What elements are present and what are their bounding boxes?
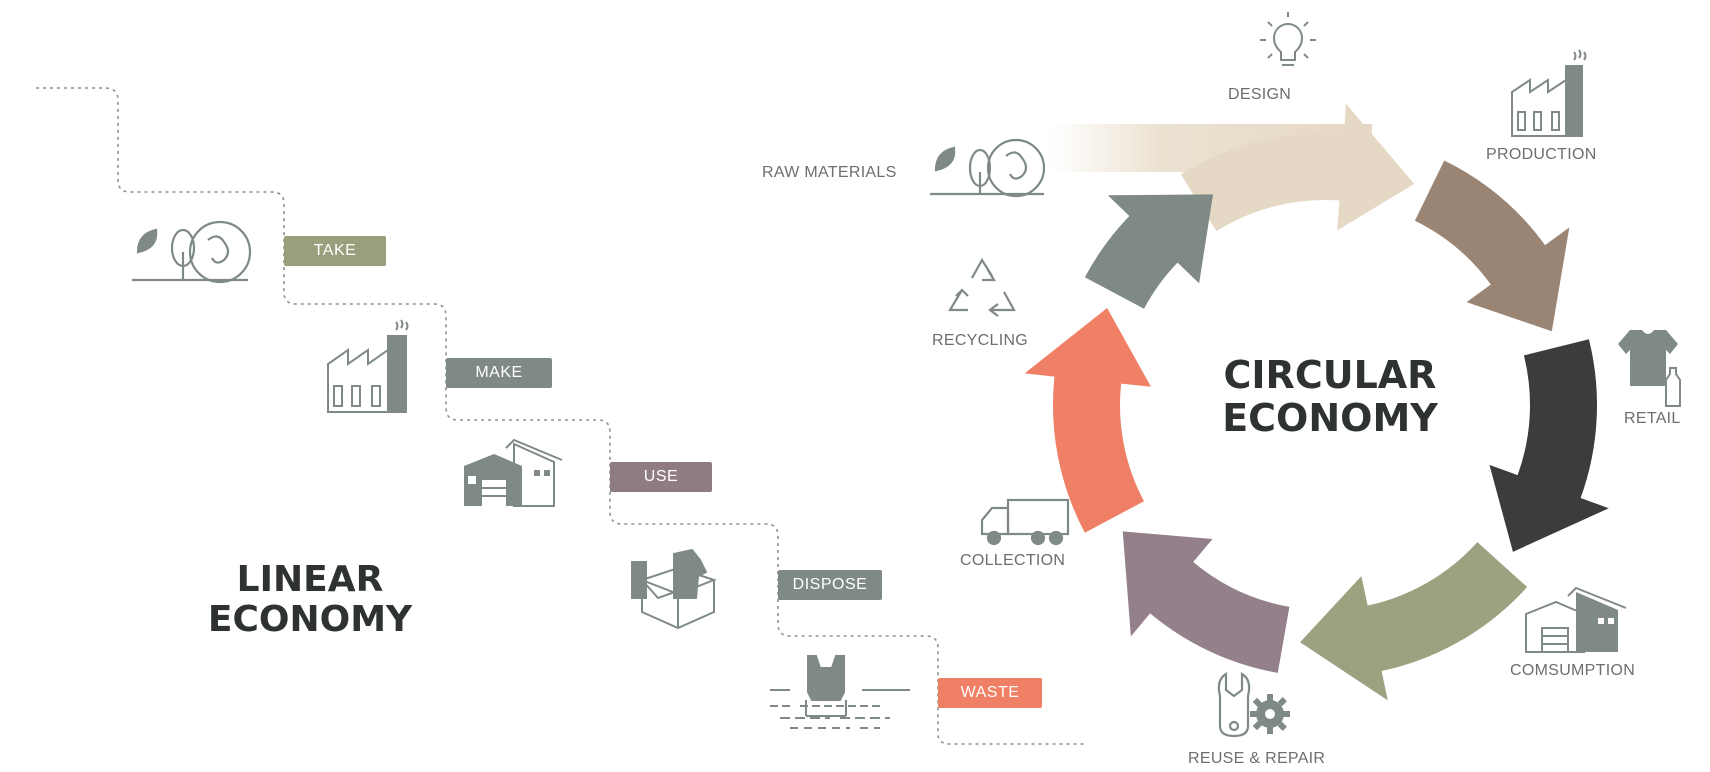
linear-flow-path: [36, 87, 1086, 745]
arrow-collection: [1024, 307, 1151, 533]
nature-globe-icon: [132, 220, 252, 284]
arrow-reuse-repair: [1122, 531, 1290, 673]
arrow-consumption: [1300, 542, 1528, 701]
arrow-design: [1180, 103, 1415, 232]
truck-icon: [980, 498, 1070, 546]
arrow-recycling: [1084, 194, 1214, 309]
open-box-icon: [631, 548, 717, 630]
stage-label-recycling: RECYCLING: [932, 332, 1029, 349]
arrow-production: [1414, 160, 1570, 332]
step-waste: WASTE: [938, 678, 1042, 708]
linear-economy-title: LINEAR ECONOMY: [180, 559, 440, 641]
house-garage-icon: [1525, 586, 1627, 653]
step-use: USE: [610, 462, 712, 492]
house-garage-icon: [464, 438, 563, 507]
lightbulb-icon: [1260, 12, 1316, 66]
stage-label-collection: COLLECTION: [960, 552, 1066, 569]
stage-label-production: PRODUCTION: [1486, 146, 1597, 163]
circular-ring: [1024, 103, 1609, 701]
recycle-icon: [948, 257, 1016, 317]
circular-title-line2: ECONOMY: [1222, 395, 1438, 440]
factory-icon: [327, 319, 409, 413]
step-take: TAKE: [284, 236, 386, 266]
step-dispose: DISPOSE: [778, 570, 882, 600]
factory-icon: [1511, 49, 1587, 137]
stage-label-retail: RETAIL: [1624, 410, 1681, 427]
stage-label-consumption: COMSUMPTION: [1510, 662, 1636, 679]
tshirt-bottle-icon: [1618, 330, 1681, 407]
wrench-gear-icon: [1217, 672, 1290, 738]
linear-title-line1: LINEAR: [236, 559, 384, 600]
circular-title-line1: CIRCULAR: [1223, 353, 1437, 397]
plastic-bag-water-icon: [770, 655, 910, 729]
raw-materials-icon: [930, 138, 1046, 198]
stage-label-reuse-repair: REUSE & REPAIR: [1188, 750, 1326, 767]
stage-label-design: DESIGN: [1228, 86, 1292, 103]
circular-economy-title: CIRCULAR ECONOMY: [1195, 354, 1465, 439]
linear-title-line2: ECONOMY: [207, 599, 413, 641]
step-make: MAKE: [446, 358, 552, 388]
arrow-retail: [1489, 339, 1609, 552]
stage-label-raw-materials: RAW MATERIALS: [762, 164, 897, 181]
